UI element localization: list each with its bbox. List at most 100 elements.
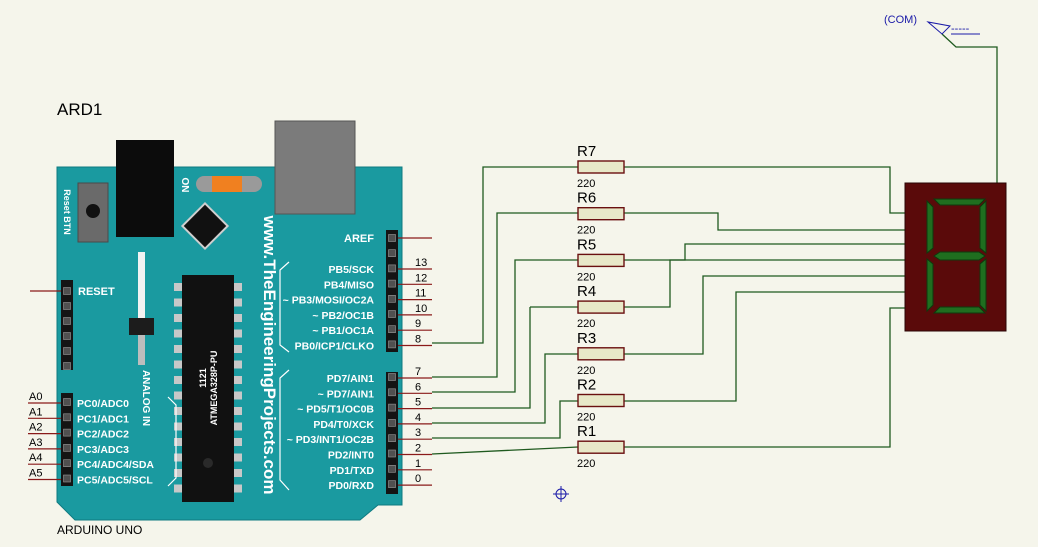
reset-pin-label: RESET: [78, 286, 115, 298]
analog-in-label: ANALOG IN: [140, 370, 151, 426]
smd-chip: [180, 201, 230, 251]
resistor-r6[interactable]: R6 220: [577, 190, 625, 237]
pin-number: A0: [29, 391, 42, 403]
resistor-ref: R4: [577, 283, 596, 300]
pin-label: PC1/ADC1: [77, 413, 129, 425]
chip-pin: [174, 298, 182, 307]
wire-pin4-r3: [432, 353, 578, 424]
wire-pin6-r5: [432, 259, 530, 393]
resistor-body: [577, 347, 625, 361]
pin-label: ~ PD7/AIN1: [318, 388, 374, 400]
header-pad: [388, 249, 396, 257]
chip-pin: [234, 283, 242, 291]
chip-pin: [234, 438, 242, 446]
pin-label: ~ PB1/OC1A: [312, 325, 374, 337]
seven-segment-display[interactable]: [904, 182, 1007, 332]
pin-label: PC4/ADC4/SDA: [77, 459, 154, 471]
pin-number: A3: [29, 437, 42, 449]
header-pad: [388, 294, 396, 303]
header-pad: [388, 464, 396, 473]
pin-number: 9: [415, 318, 421, 330]
arduino-uno-board[interactable]: 1121 ATMEGA328P-PU www.TheEngineeringPro…: [56, 120, 403, 521]
resistor-ref: R6: [577, 190, 596, 207]
chip-pin: [174, 376, 182, 384]
wire-r6-seg: [624, 212, 905, 231]
chip-pin: [234, 422, 242, 431]
chip-pin: [174, 314, 182, 322]
chip-pin: [234, 345, 242, 353]
pin-label: PC5/ADC5/SCL: [77, 475, 153, 487]
resistor-ref: R7: [577, 143, 596, 160]
resistor-body: [577, 160, 625, 174]
header-pad: [388, 264, 396, 273]
resistor-body: [577, 300, 625, 314]
segment-b: [979, 199, 987, 255]
usb-connector: [274, 120, 356, 215]
pin-number: 7: [415, 366, 421, 378]
reset-btn-label: Reset BTN: [62, 189, 72, 235]
resistor-r4[interactable]: R4 220: [577, 283, 625, 330]
resistor-value: 220: [577, 318, 595, 330]
resistor-ref: R2: [577, 377, 596, 394]
com-terminal[interactable]: (COM) -----: [884, 14, 980, 35]
segment-a: [932, 198, 987, 206]
pin-number: 4: [415, 412, 421, 424]
chip-code: 1121: [198, 368, 208, 388]
pin-label: PC3/ADC3: [77, 444, 129, 456]
header-pad: [388, 388, 396, 397]
regulator-body: [129, 318, 154, 335]
pin-number: 12: [415, 272, 427, 284]
pin-number: 2: [415, 443, 421, 455]
header-pad: [63, 398, 71, 406]
header-pad: [63, 459, 71, 468]
resistor-value: 220: [577, 225, 595, 237]
wire-r7-seg: [624, 166, 905, 214]
chip-pins: [174, 283, 242, 493]
pin-label: PD1/TXD: [330, 465, 375, 477]
pin-number: A4: [29, 452, 42, 464]
pin-number: 1: [415, 458, 421, 470]
pin-label: ~ PB3/MOSI/OC2A: [283, 295, 375, 307]
chip-pin: [234, 453, 242, 462]
wire-pin3-r2: [432, 400, 578, 439]
pin-label: PD7/AIN1: [327, 373, 374, 385]
resistor-r2[interactable]: R2 220: [577, 377, 625, 424]
chip-pin: [174, 345, 182, 353]
segment-g: [933, 251, 986, 261]
header-pad: [63, 362, 71, 370]
resistor-body: [577, 440, 625, 454]
pin-label: ~ PD3/INT1/OC2B: [287, 434, 375, 446]
pin-label: PB4/MISO: [324, 279, 374, 291]
pin-number: 11: [415, 288, 426, 300]
chip-pin: [234, 484, 242, 493]
wire-r4-seg: [624, 259, 905, 308]
chip-pin: [174, 469, 182, 477]
on-led: [212, 176, 242, 192]
header-pad: [388, 373, 396, 381]
lower-header: [386, 372, 398, 494]
upper-header: [386, 230, 398, 352]
chip-pin: [174, 484, 182, 493]
pin-label: ~ PD5/T1/OC0B: [297, 404, 374, 416]
chip-pin: [234, 314, 242, 322]
header-pad: [388, 419, 396, 427]
pin-number: A2: [29, 422, 42, 434]
chip-pin: [174, 438, 182, 446]
pin-label: PC0/ADC0: [77, 398, 129, 410]
segment-f: [926, 199, 934, 255]
resistor-value: 220: [577, 412, 595, 424]
chip-pin: [174, 283, 182, 291]
header-pad: [388, 325, 396, 334]
pin-label: PD4/T0/XCK: [313, 419, 374, 431]
chip-pin: [174, 422, 182, 431]
com-value: -----: [951, 23, 970, 35]
wire-r1-seg: [624, 307, 905, 448]
resistor-ref: R5: [577, 236, 596, 253]
website-label: www.TheEngineeringProjects.com: [260, 215, 279, 495]
